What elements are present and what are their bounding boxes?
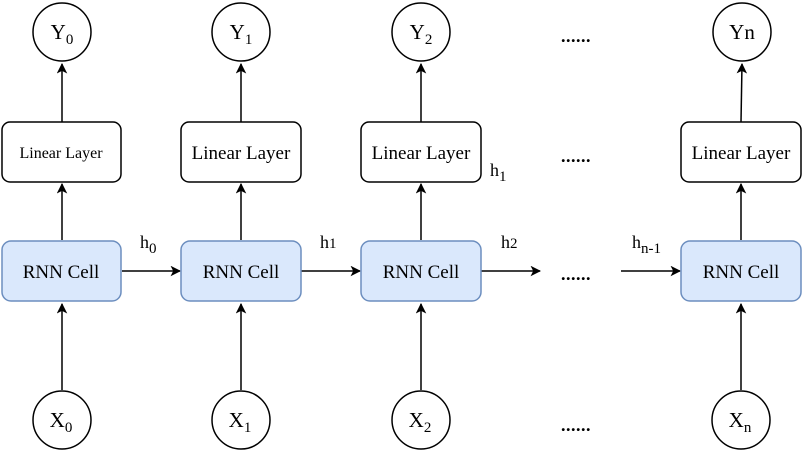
hidden-label-h2: h2 <box>501 232 518 252</box>
linear-layer-1-label: Linear Layer <box>192 143 291 164</box>
hidden-label-h0: h0 <box>140 232 157 257</box>
input-node-x2: X2 <box>391 390 451 450</box>
svg-text:Xn: Xn <box>729 408 752 436</box>
rnn-cell-1: RNN Cell <box>180 240 302 302</box>
svg-text:X1: X1 <box>229 408 252 436</box>
output-y1-label: Y <box>230 20 245 44</box>
ellipsis-outputs: ...... <box>561 26 591 46</box>
input-x1-subscript: 1 <box>244 420 252 436</box>
hidden-labels: h0 h1 h2 hn-1 h1 <box>140 160 661 257</box>
rnn-cell-2: RNN Cell <box>360 240 482 302</box>
output-y2-label: Y <box>410 20 425 44</box>
input-xn-subscript: n <box>744 420 752 436</box>
input-x0-label: X <box>50 408 65 432</box>
output-node-y0: Y0 <box>32 2 92 62</box>
svg-text:X2: X2 <box>409 408 432 436</box>
output-yn-label: Yn <box>729 20 755 44</box>
linear-layer-2-label: Linear Layer <box>372 143 471 164</box>
ellipsis-inputs: ...... <box>561 415 591 435</box>
input-x0-subscript: 0 <box>65 420 73 436</box>
input-node-x0: X0 <box>32 390 92 450</box>
ellipsis-linear: ...... <box>561 146 591 166</box>
rnn-cell-n-label: RNN Cell <box>703 262 780 283</box>
linear-layer-0-label: Linear Layer <box>19 145 103 162</box>
svg-text:Yn: Yn <box>729 20 755 44</box>
svg-text:Y0: Y0 <box>51 20 74 48</box>
input-xn-label: X <box>729 408 744 432</box>
output-y2-subscript: 2 <box>425 32 433 48</box>
hidden-label-extra-h1: h1 <box>490 160 507 185</box>
output-y0-subscript: 0 <box>66 32 74 48</box>
linear-layer-n-label: Linear Layer <box>692 143 791 164</box>
linear-layers: Linear Layer Linear Layer Linear Layer L… <box>1 121 802 183</box>
svg-text:X0: X0 <box>50 408 73 436</box>
output-node-y2: Y2 <box>391 2 451 62</box>
output-nodes: Y0 Y1 Y2 Yn <box>32 2 772 62</box>
rnn-cell-n: RNN Cell <box>680 240 802 302</box>
input-node-xn: Xn <box>711 390 771 450</box>
ellipsis-markers: ...... ...... ...... ...... <box>561 26 591 435</box>
svg-text:Y1: Y1 <box>230 20 253 48</box>
input-x2-subscript: 2 <box>424 420 432 436</box>
output-node-y1: Y1 <box>211 2 271 62</box>
rnn-cell-0-label: RNN Cell <box>23 262 100 283</box>
ellipsis-rnn: ...... <box>561 264 591 284</box>
rnn-cell-1-label: RNN Cell <box>203 262 280 283</box>
linear-layer-2: Linear Layer <box>360 121 482 183</box>
hidden-label-hn-1: hn-1 <box>632 232 661 257</box>
linear-layer-1: Linear Layer <box>180 121 302 183</box>
rnn-cells: RNN Cell RNN Cell RNN Cell RNN Cell <box>1 240 802 302</box>
input-x2-label: X <box>409 408 424 432</box>
hidden-label-h1: h1 <box>320 232 337 252</box>
output-node-yn: Yn <box>712 2 772 62</box>
output-y1-subscript: 1 <box>245 32 253 48</box>
svg-text:Y2: Y2 <box>410 20 433 48</box>
linear-layer-0: Linear Layer <box>1 121 122 183</box>
edges <box>56 62 748 390</box>
rnn-cell-2-label: RNN Cell <box>383 262 460 283</box>
edge-linearn-to-yn <box>736 62 748 123</box>
linear-layer-n: Linear Layer <box>680 121 802 183</box>
input-node-x1: X1 <box>211 390 271 450</box>
input-x1-label: X <box>229 408 244 432</box>
output-y0-label: Y <box>51 20 66 44</box>
rnn-cell-0: RNN Cell <box>1 240 122 302</box>
input-nodes: X0 X1 X2 Xn <box>32 390 771 450</box>
